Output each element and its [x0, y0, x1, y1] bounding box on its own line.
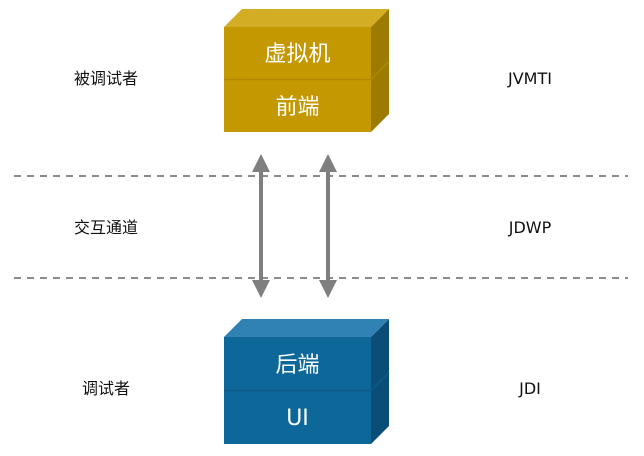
debuggee-label: 被调试者 — [74, 69, 138, 88]
jvm-block-top-face — [224, 9, 389, 27]
right-arrow-down-head — [319, 280, 337, 298]
jvmti-label: JVMTI — [507, 69, 552, 88]
right-arrow-shaft — [326, 170, 330, 282]
client-block-side-divider — [370, 371, 390, 392]
left-bidirectional-arrow — [252, 154, 270, 298]
debugger-label: 调试者 — [82, 379, 130, 398]
jvm-block-front-upper — [224, 27, 371, 79]
jvm-block-bottom-label: 前端 — [275, 95, 319, 120]
client-block-front-lower — [224, 391, 371, 444]
jdi-label: JDI — [518, 379, 541, 398]
client-block: 后端 UI — [224, 319, 390, 444]
left-arrow-shaft — [259, 170, 263, 282]
jvm-block-front-lower — [224, 80, 371, 132]
jvm-block-side-divider — [370, 60, 390, 81]
client-block-top-face — [224, 319, 389, 337]
client-block-top-label: 后端 — [275, 353, 319, 378]
client-block-bottom-label: UI — [286, 406, 309, 431]
right-arrow-up-head — [319, 154, 337, 172]
left-arrow-up-head — [252, 154, 270, 172]
client-block-front-upper — [224, 337, 371, 390]
channel-label: 交互通道 — [74, 218, 138, 237]
left-arrow-down-head — [252, 280, 270, 298]
right-bidirectional-arrow — [319, 154, 337, 298]
jdwp-label: JDWP — [508, 218, 552, 237]
jvm-block: 虚拟机 前端 — [224, 9, 390, 132]
jvm-block-top-label: 虚拟机 — [264, 42, 330, 67]
